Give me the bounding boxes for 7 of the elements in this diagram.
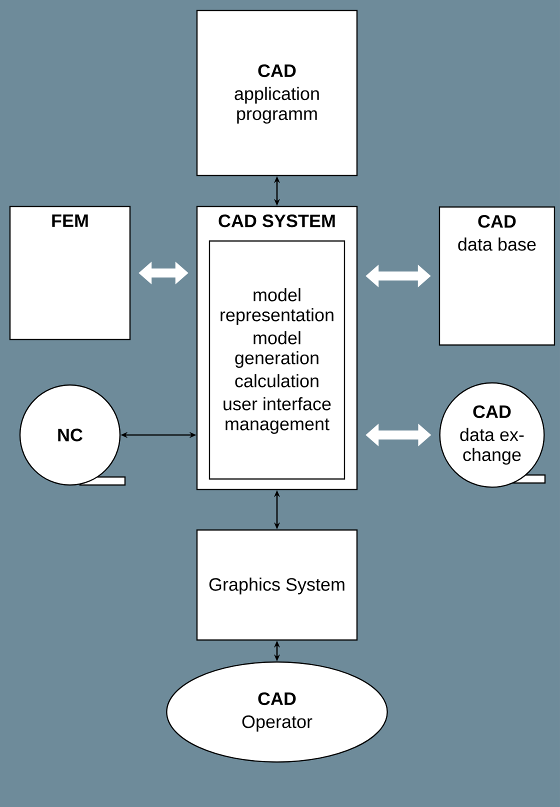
module-box: FEM xyxy=(9,206,131,340)
process-box: Graphics System xyxy=(196,529,358,641)
tape-reel: CAD data ex- change xyxy=(439,382,546,488)
function-box: model representation model generation calculation user interface management xyxy=(208,240,346,480)
database-box: CAD data base xyxy=(438,206,556,346)
program-box: CAD application programm xyxy=(196,10,358,176)
tape-reel: NC xyxy=(19,384,126,486)
